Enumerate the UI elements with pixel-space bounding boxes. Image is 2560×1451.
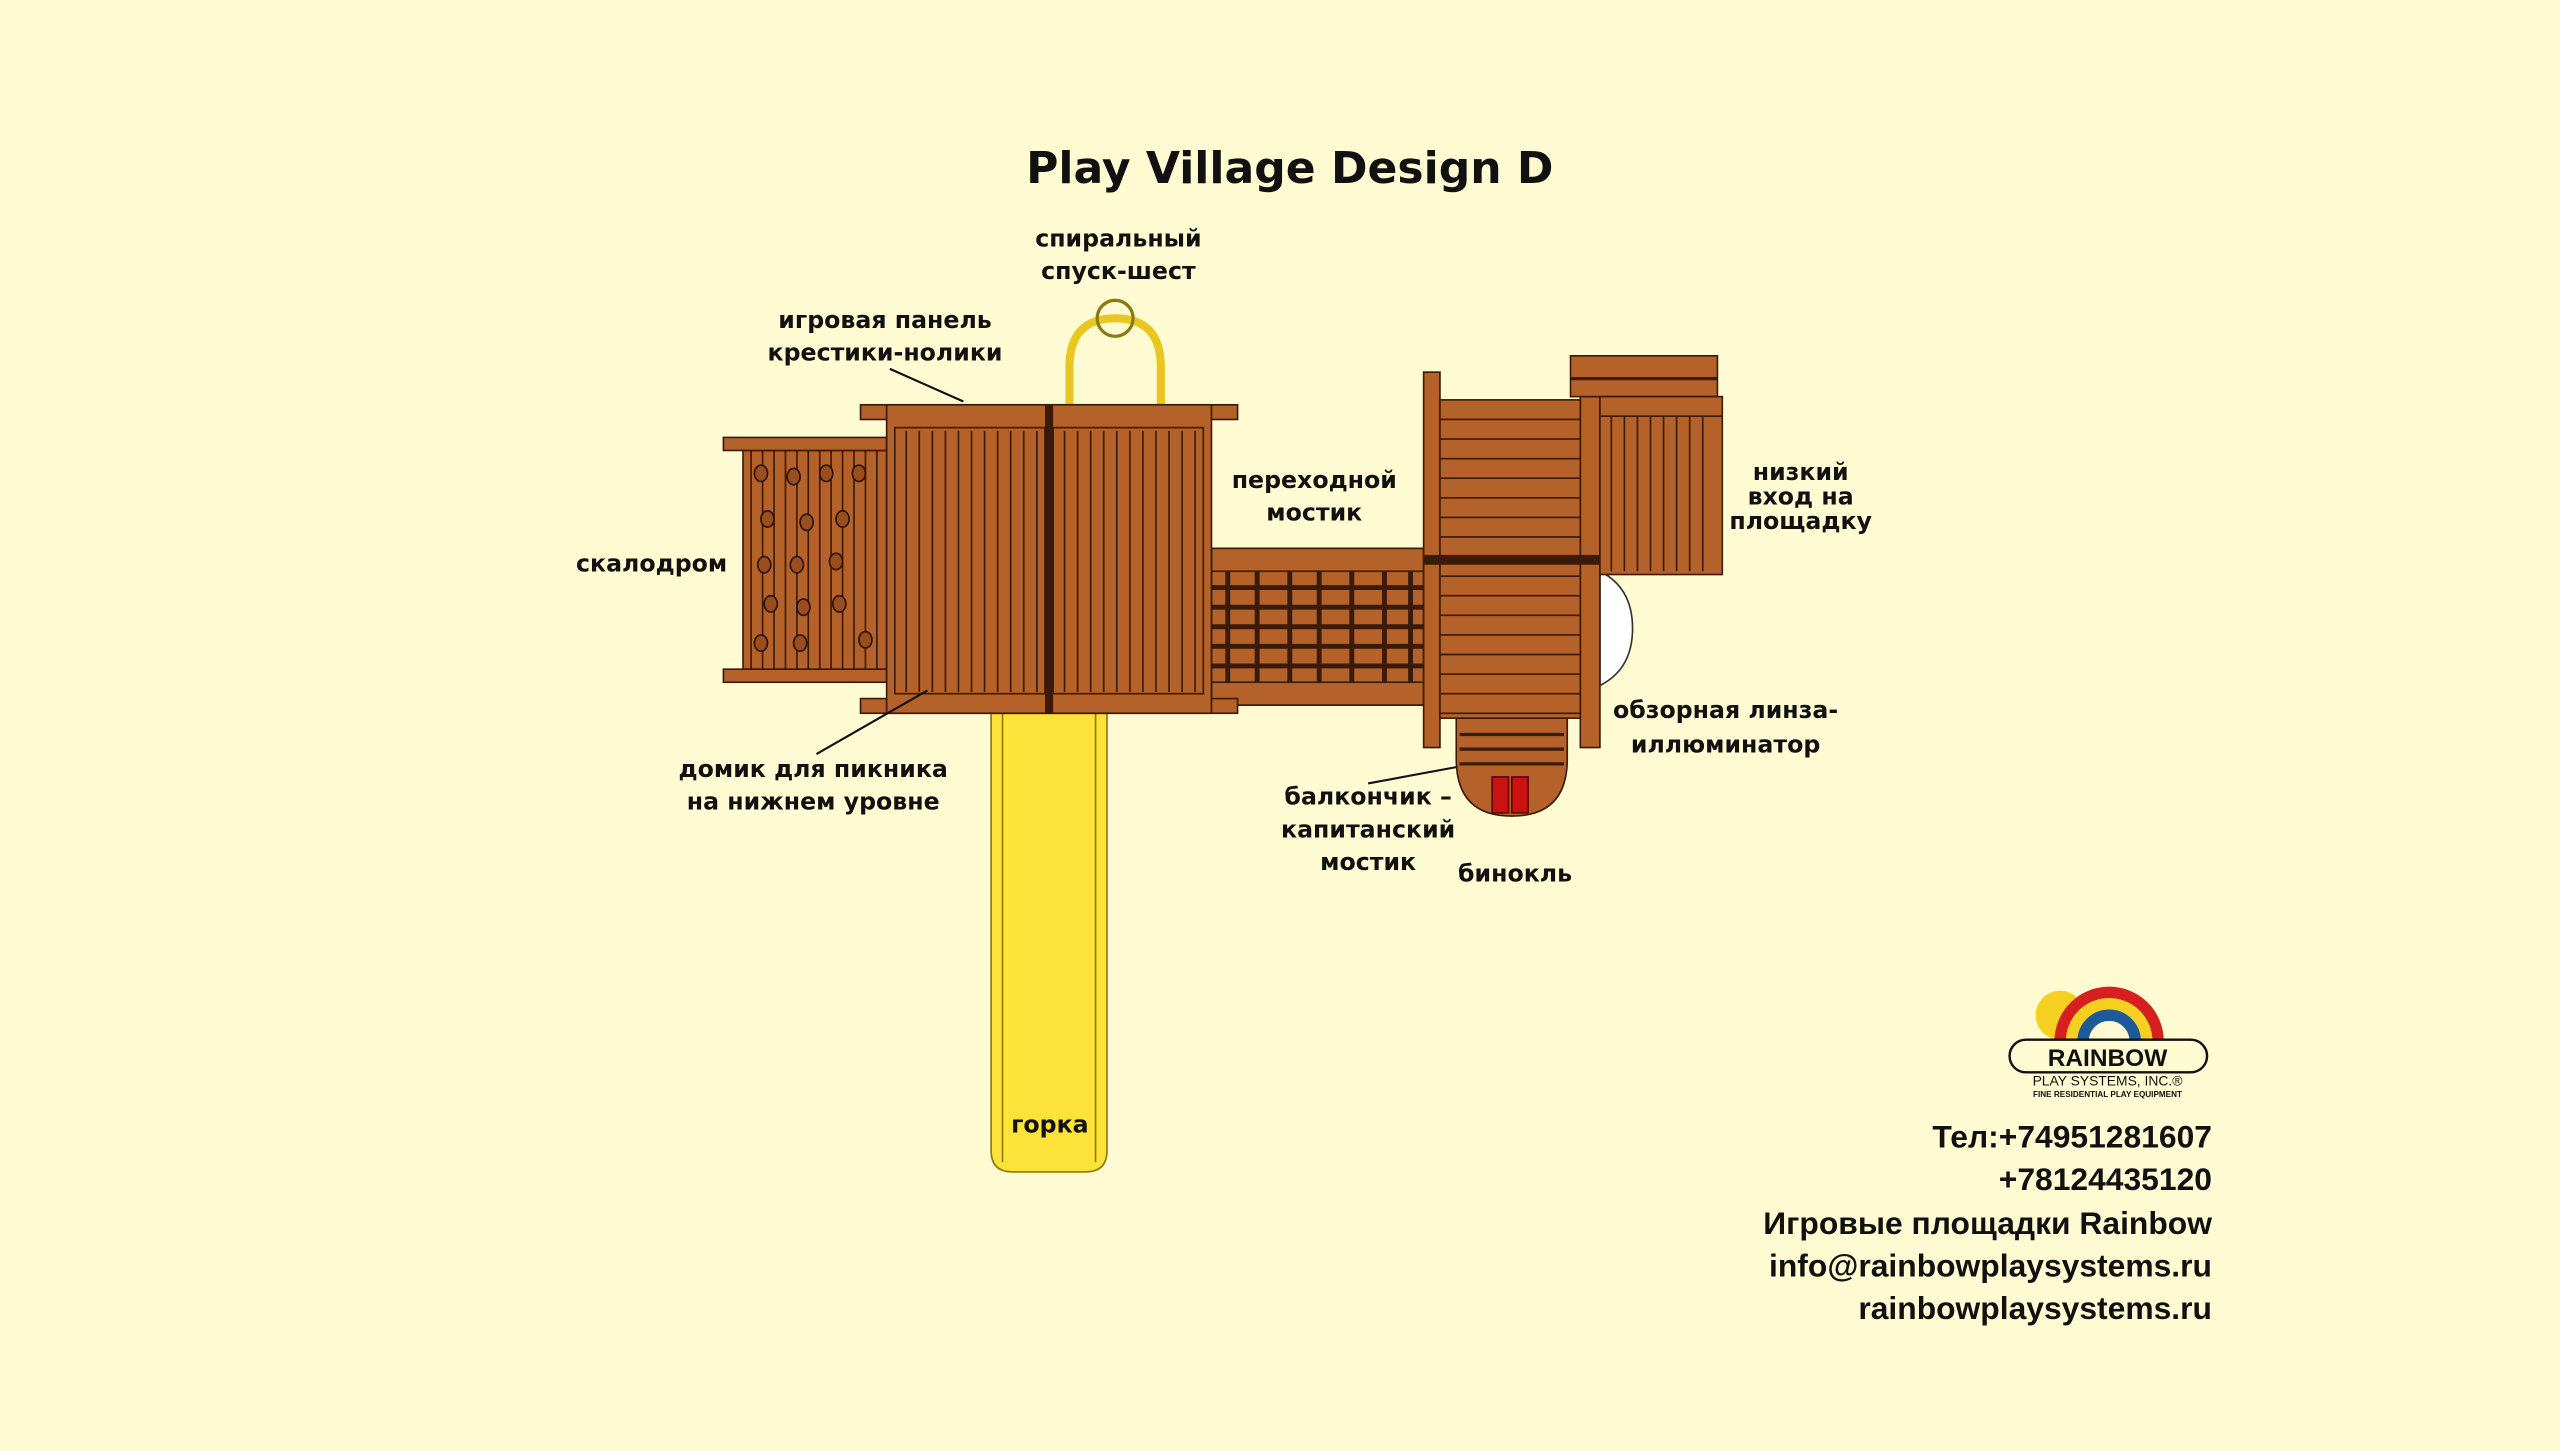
climbing-hold [760,510,775,529]
climbing-hold [763,594,779,613]
spiral-pole [1065,298,1165,405]
logo-sub: PLAY SYSTEMS, INC.® [2033,1072,2183,1088]
logo-tagline: FINE RESIDENTIAL PLAY EQUIPMENT [2033,1090,2182,1099]
climbing-hold [753,464,769,483]
rainbow-logo: RAINBOW PLAY SYSTEMS, INC.® FINE RESIDEN… [2008,986,2209,1099]
binoculars-icon [1510,776,1529,814]
label-entry-3: площадку [1729,507,1872,535]
label-entry-2: вход на [1748,482,1854,510]
climbing-hold [828,552,844,571]
contact-company: Игровые площадки Rainbow [1763,1205,2212,1241]
label-lens-2: иллюминатор [1631,730,1820,758]
bridge [1210,547,1425,706]
climbing-hold [796,598,811,617]
label-pole-1: спиральный [1035,224,1201,252]
climbing-hold [851,464,867,483]
label-panel-1: игровая панель [778,306,991,334]
climbing-hold [792,634,808,653]
label-balcony-3: мостик [1320,848,1416,876]
label-entry-1: низкий [1753,458,1849,486]
climbing-hold [753,634,769,653]
label-picnic-2: на нижнем уровне [687,788,940,816]
label-balcony-1: балкончик – [1284,783,1451,811]
label-pole-2: спуск-шест [1041,257,1196,285]
viewing-lens [1599,569,1634,687]
climbing-hold [786,467,801,486]
climbing-hold [756,555,772,574]
label-panel-2: крестики-нолики [768,339,1003,367]
contact-phone-2: +78124435120 [1999,1161,2212,1197]
contact-website[interactable]: rainbowplaysystems.ru [1858,1290,2212,1326]
label-lens-1: обзорная линза- [1613,696,1838,724]
label-wall: скалодром [576,549,727,577]
label-picnic-1: домик для пикника [679,755,948,783]
picnic-house-roof [859,403,1239,715]
climbing-hold [831,594,847,613]
slide [990,712,1108,1173]
label-bridge-1: переходной [1232,466,1397,494]
diagram-title: Play Village Design D [1026,143,1553,194]
label-bridge-2: мостик [1266,499,1362,527]
label-balcony-2: капитанский [1281,815,1455,843]
climbing-hold [818,464,834,483]
contact-phone-1: Тел:+74951281607 [1932,1118,2212,1154]
climbing-hold [858,630,873,649]
contact-email[interactable]: info@rainbowplaysystems.ru [1769,1247,2212,1283]
balcony [1455,717,1569,817]
climbing-hold [799,513,815,532]
tower-deck [1422,371,1601,749]
logo-name: RAINBOW [2048,1045,2169,1072]
label-slide: горка [1011,1111,1089,1139]
climbing-wall [722,436,888,684]
climbing-hold [835,510,850,529]
low-entry [1569,354,1724,576]
label-binoculars: бинокль [1458,859,1572,887]
climbing-hold [789,555,805,574]
